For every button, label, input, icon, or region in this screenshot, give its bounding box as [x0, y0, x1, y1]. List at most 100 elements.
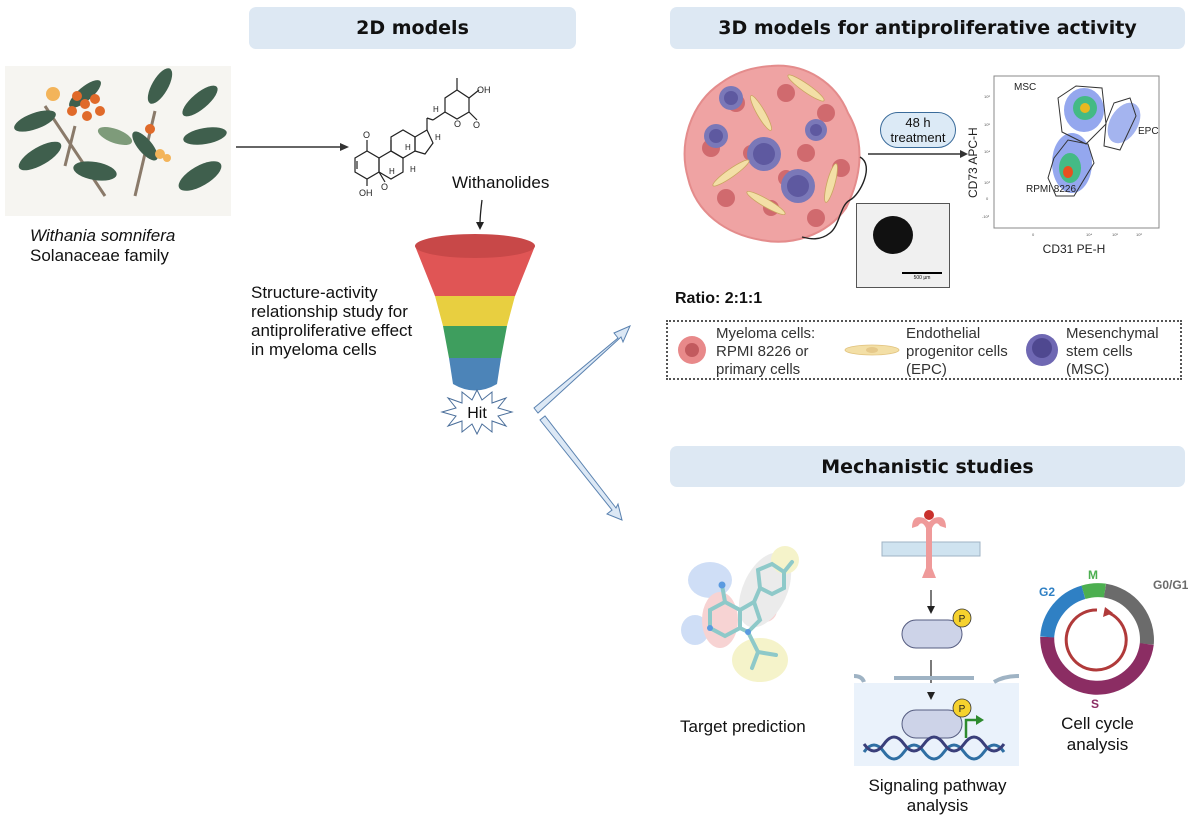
atom-o-epoxide: O — [381, 182, 388, 192]
legend-line: Myeloma cells: — [716, 325, 816, 342]
flow-ytick: 10³ — [984, 180, 990, 185]
scale-bar — [902, 272, 942, 274]
atom-o-ketone: O — [363, 130, 370, 140]
gate-rpmi — [1047, 139, 1095, 197]
msc-cells — [704, 86, 827, 203]
dna-strand — [862, 735, 1006, 753]
withania-plant-illustration — [5, 66, 231, 216]
sar-line: Structure-activity — [251, 283, 378, 302]
arrow-to-flow-cytometry — [868, 150, 968, 158]
myeloma-cell-icon — [678, 336, 706, 364]
spheroid-dark-mass — [873, 216, 913, 254]
sar-line: relationship study for — [251, 302, 408, 321]
target-prediction-label: Target prediction — [680, 717, 806, 736]
phase-label-m: M — [1088, 568, 1098, 582]
spheroid-micrograph: 500 µm — [856, 203, 950, 288]
receptor-icon — [912, 517, 946, 578]
transcription-factor — [901, 709, 963, 739]
atom-h1: H — [433, 105, 439, 114]
plant-flowers — [46, 87, 171, 162]
arrow-to-3d-models — [533, 325, 631, 414]
label-line: analysis — [906, 796, 969, 815]
msc-cell-icon — [1026, 334, 1058, 366]
hit-branch-arrows — [533, 325, 631, 521]
flow-density-clouds — [1052, 88, 1141, 193]
withanolide-structure: OH O O O O OH H H H H H — [354, 78, 491, 198]
flow-ylabel: CD73 APC-H — [966, 127, 980, 198]
hit-label: Hit — [467, 405, 487, 422]
sar-description: Structure-activity relationship study fo… — [251, 283, 412, 359]
label-line: Cell cycle — [1061, 714, 1134, 733]
gate-epc — [1103, 97, 1137, 151]
atom-h2: H — [435, 133, 441, 142]
dna-strand — [862, 743, 1006, 761]
screening-funnel — [415, 234, 535, 391]
cell-type-legend: Myeloma cells: RPMI 8226 or primary cell… — [666, 320, 1182, 380]
atom-oh-bottom: OH — [359, 188, 373, 198]
phase-label-g0g1: G0/G1 — [1153, 578, 1189, 592]
plant-leaves — [14, 68, 227, 191]
phase-label-s: S — [1091, 697, 1099, 710]
legend-line: stem cells — [1066, 343, 1133, 360]
legend-line: (MSC) — [1066, 361, 1110, 378]
phospho-label: P — [959, 614, 966, 625]
signaling-pathway-label: Signaling pathway analysis — [850, 776, 1025, 816]
legend-line: progenitor cells — [906, 343, 1008, 360]
gate-label-epc: EPC — [1138, 126, 1159, 137]
phase-g0g1 — [1103, 583, 1154, 645]
plant-family-name: Solanaceae family — [30, 246, 169, 265]
header-2d-models: 2D models — [249, 7, 576, 49]
arrow-down-icon — [927, 692, 935, 700]
funnel-layer-blue — [449, 358, 501, 391]
transcription-arrow-icon — [964, 718, 978, 738]
epc-cell-icon — [844, 344, 900, 356]
header-3d-models: 3D models for antiproliferative activity — [670, 7, 1185, 49]
legend-line: (EPC) — [906, 361, 947, 378]
nuclear-envelope — [854, 674, 1019, 684]
funnel-layer-yellow — [435, 296, 515, 326]
scale-bar-label: 500 µm — [913, 275, 931, 281]
legend-line: Mesenchymal — [1066, 325, 1159, 342]
gate-label-msc: MSC — [1014, 82, 1036, 93]
sar-line: antiproliferative effect — [251, 321, 413, 340]
phase-s — [1040, 636, 1154, 695]
legend-myeloma: Myeloma cells: RPMI 8226 or primary cell… — [716, 325, 815, 379]
legend-line: RPMI 8226 or — [716, 343, 809, 360]
cell-cycle-ring: M G0/G1 S G2 — [1039, 568, 1189, 710]
cell-ratio-label: Ratio: 2:1:1 — [675, 290, 763, 307]
atom-oh-top: OH — [477, 85, 491, 95]
sar-line: in myeloma cells — [251, 340, 377, 359]
cycle-arrow-icon — [1064, 608, 1128, 672]
legend-msc: Mesenchymal stem cells (MSC) — [1066, 325, 1159, 379]
phase-label-g2: G2 — [1039, 585, 1055, 599]
hit-starburst: Hit — [440, 388, 514, 436]
flow-gates — [1047, 85, 1137, 197]
flow-xlabel: CD31 PE-H — [1043, 242, 1106, 256]
label-line: analysis — [1066, 735, 1129, 754]
atom-h4: H — [389, 167, 395, 176]
target-prediction-molecule — [681, 546, 799, 682]
arrow-plant-to-compound — [236, 143, 349, 151]
flow-cytometry-plot: CD73 APC-H 10⁶ 10⁵ 10⁴ 10³ 0 -10³ 0 10⁴ … — [966, 75, 1160, 256]
arrow-down-icon — [927, 606, 935, 614]
flow-ytick: -10³ — [982, 214, 990, 219]
withanolides-label: Withanolides — [452, 173, 550, 192]
phase-m — [1081, 583, 1106, 600]
flow-xtick: 0 — [1032, 232, 1035, 237]
legend-line: primary cells — [716, 361, 801, 378]
treatment-label: treatment — [890, 130, 946, 145]
funnel-rim — [415, 234, 535, 258]
treatment-duration: 48 h — [905, 115, 931, 130]
flow-xtick: 10⁴ — [1086, 232, 1092, 237]
plant-berries — [67, 91, 155, 134]
arrow-to-funnel — [476, 199, 484, 230]
treatment-badge: 48 h treatment — [880, 112, 956, 148]
flow-ytick: 10⁶ — [984, 94, 990, 99]
legend-epc: Endothelial progenitor cells (EPC) — [906, 325, 1008, 379]
label-line: Signaling pathway — [868, 776, 1007, 795]
atom-o-lactone: O — [454, 119, 461, 129]
molecule-nitrogens — [707, 581, 751, 635]
flow-xtick: 10⁶ — [1136, 232, 1142, 237]
funnel-layer-red — [415, 246, 535, 296]
signaling-pathway-diagram: P P — [854, 510, 1019, 766]
